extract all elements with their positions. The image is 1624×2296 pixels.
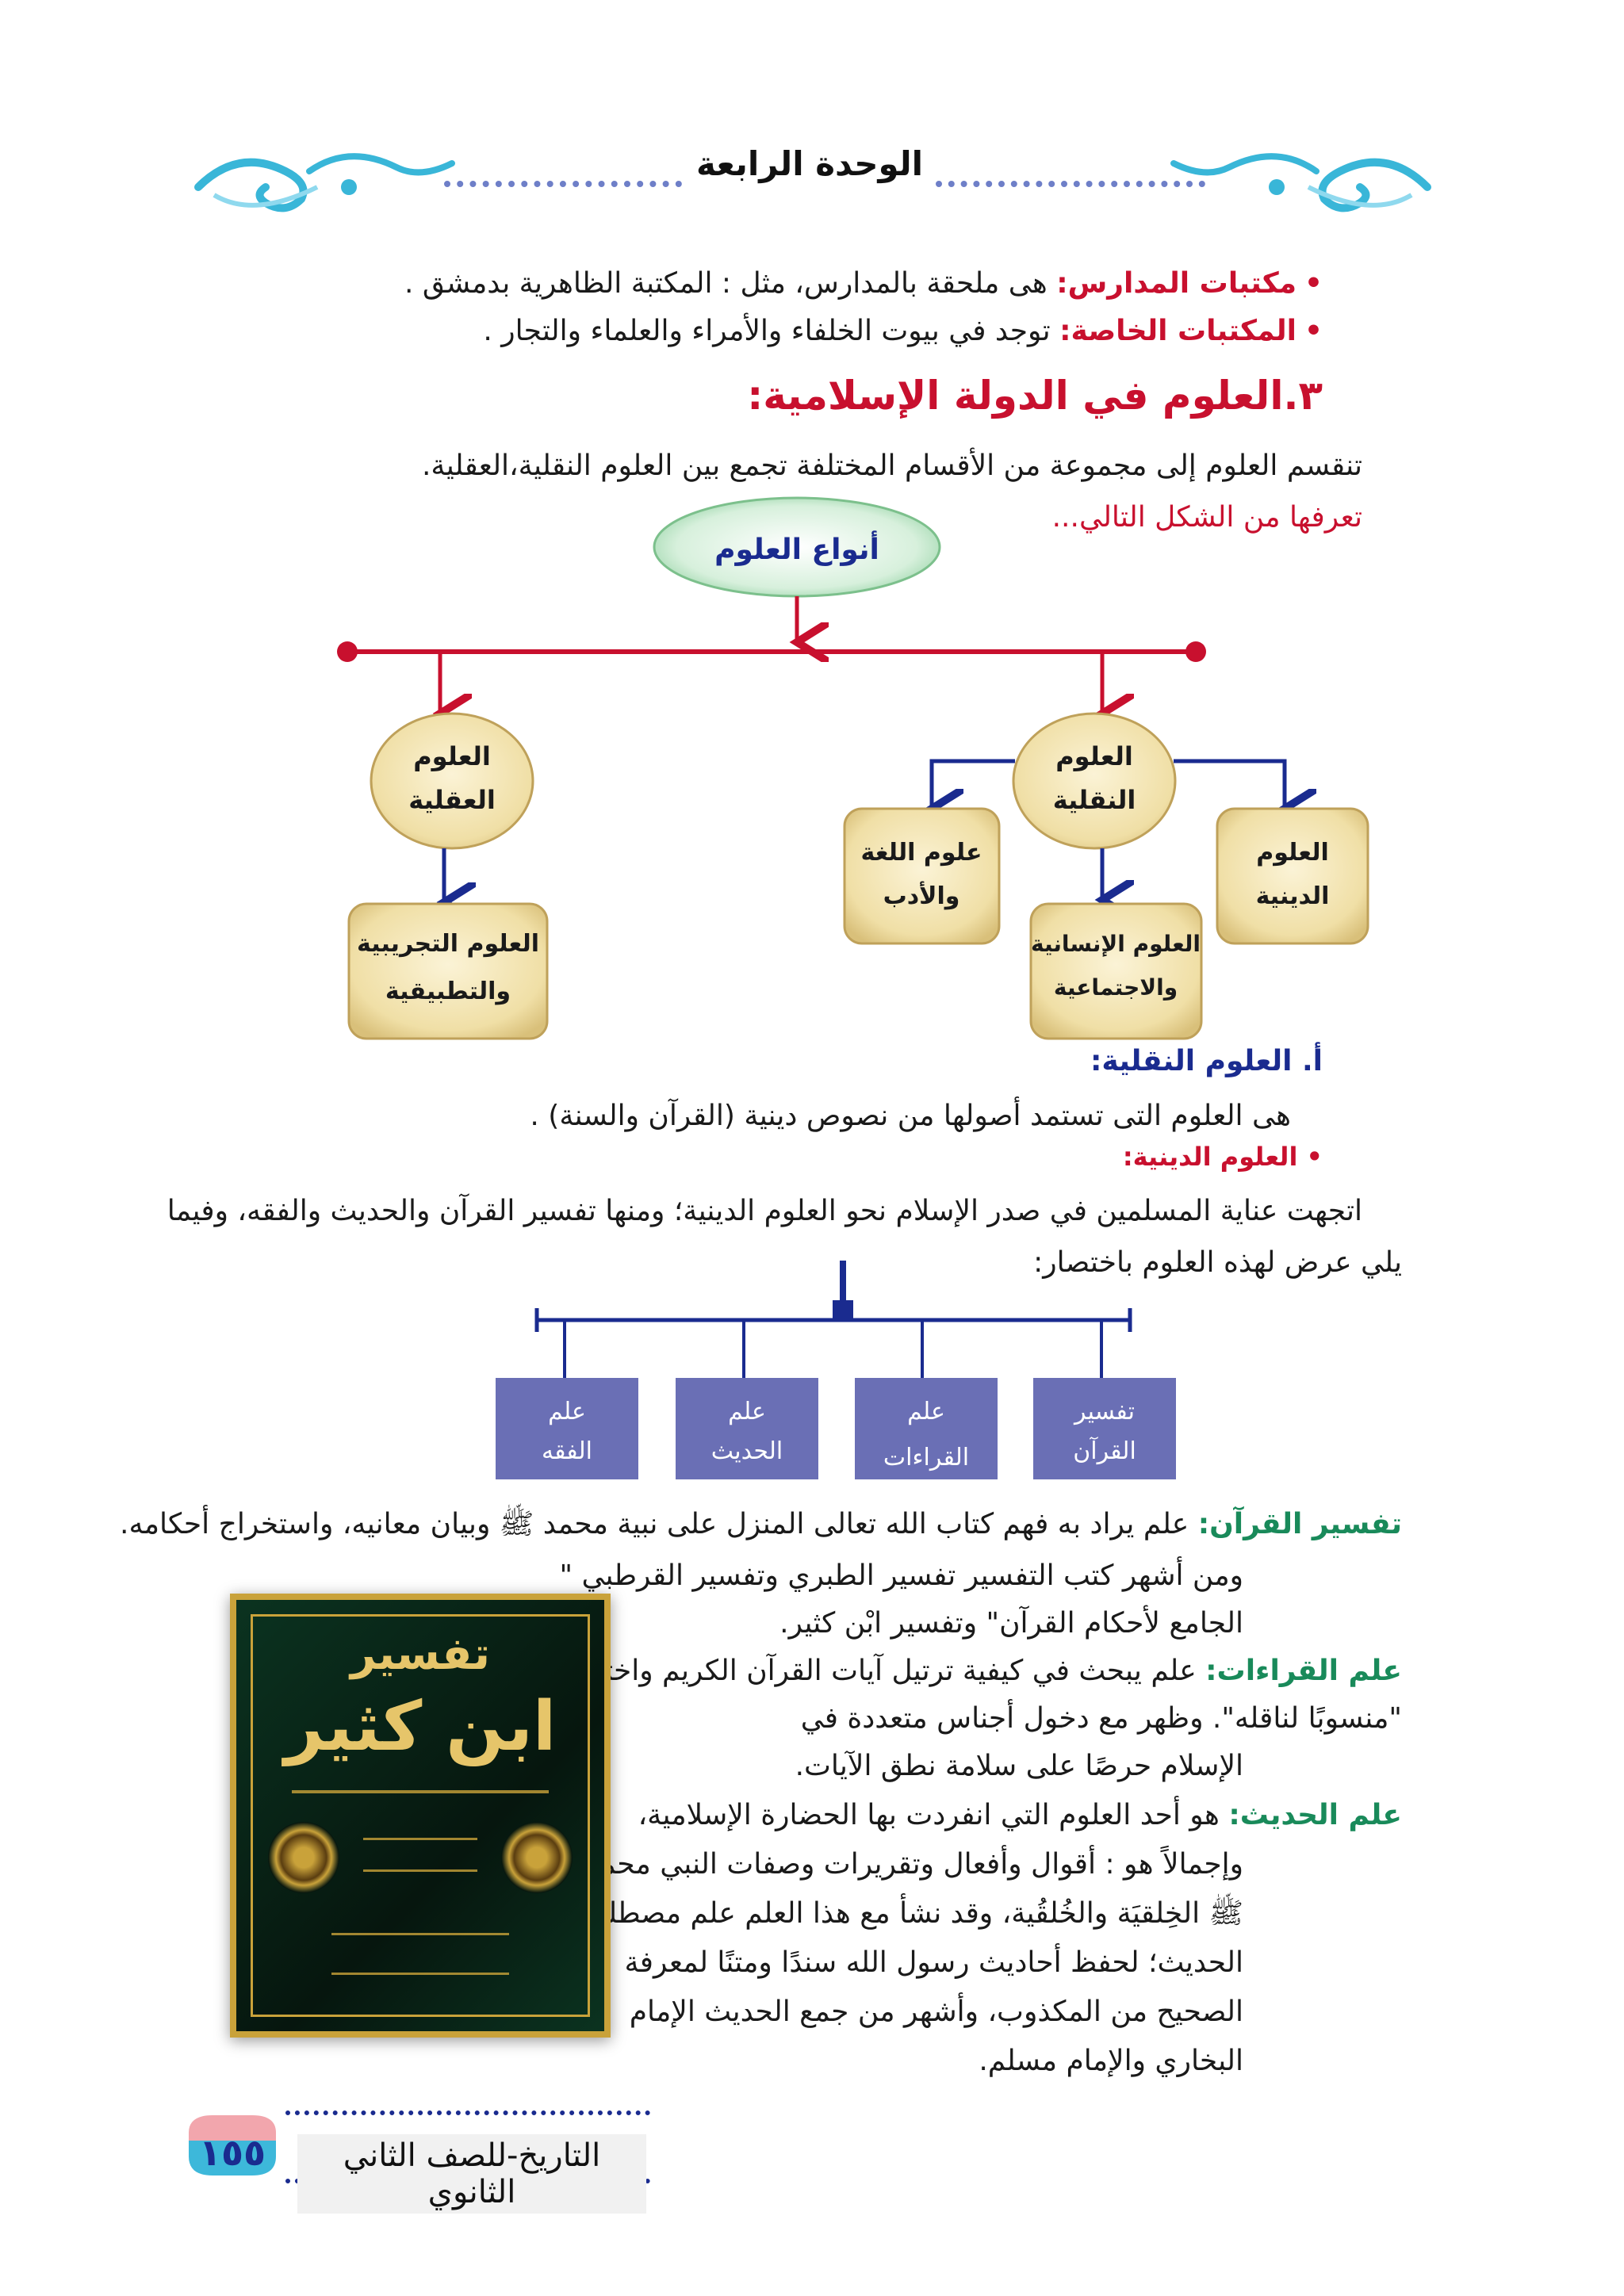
header-dotted-line-right	[936, 181, 1205, 187]
book-cover-title-main: ابن كثير	[284, 1687, 557, 1766]
hadith-line4: الحديث؛ لحفظ أحاديث رسول الله سندًا ومتن…	[624, 1946, 1243, 1979]
aqli-node-line1: العلوم	[413, 741, 491, 771]
blue-branch-left	[932, 759, 1015, 809]
aqli-child-line2: والتطبيقية	[385, 978, 511, 1005]
box-tafsir	[1033, 1378, 1176, 1479]
lang-node-line1: علوم اللغة	[861, 839, 982, 867]
red-bar-end-left	[337, 641, 358, 662]
book-cover-title-top: تفسير	[350, 1628, 490, 1680]
aqli-child-line1: العلوم التجريبية	[357, 930, 539, 958]
naqli-node	[1012, 712, 1177, 850]
humanities-node-line1: العلوم الإنسانية	[1031, 931, 1201, 957]
footer-dotted-line-top	[285, 2110, 650, 2115]
book-cover-rule	[331, 1973, 509, 1975]
sub-a-text: هى العلوم التى تستمد أصولها من نصوص ديني…	[530, 1100, 1291, 1132]
footer-book-label: التاريخ-للصف الثاني الثانوي	[297, 2134, 646, 2214]
lang-node-line2: والأدب	[883, 881, 960, 910]
tafsir-text: علم يراد به فهم كتاب الله تعالى المنزل ع…	[120, 1508, 1189, 1540]
aqli-node	[370, 712, 534, 850]
bullet-label: مكتبات المدارس:	[1056, 267, 1297, 300]
hadith-label: علم الحديث:	[1228, 1799, 1402, 1831]
red-bar-end-right	[1185, 641, 1206, 662]
page-number: ١٥٥	[198, 2131, 266, 2174]
tree2-joint	[833, 1300, 853, 1321]
hadith-line1: هو أحد العلوم التي انفردت بها الحضارة ال…	[638, 1799, 1220, 1831]
humanities-node	[1029, 902, 1203, 1040]
tafsir-label: تفسير القرآن:	[1197, 1508, 1402, 1540]
hadith-line5: الصحيح من المكذوب، وأشهر من جمع الحديث ا…	[629, 1996, 1243, 2028]
sub-b-text-1: اتجهت عناية المسلمين في صدر الإسلام نحو …	[167, 1195, 1362, 1227]
book-cover-frame	[251, 1614, 590, 2017]
book-cover-rosette-right	[501, 1822, 573, 1893]
book-cover-rule	[292, 1790, 549, 1793]
bullet-dot: •	[1304, 315, 1323, 347]
header-dotted-line-left	[444, 181, 682, 187]
religious-node-line2: الدينية	[1256, 882, 1330, 910]
book-cover-rosette-left	[268, 1822, 339, 1893]
box-hadith-line1: علم	[728, 1398, 766, 1425]
naqli-node-line2: النقلية	[1053, 785, 1136, 815]
naqli-node-line1: العلوم	[1055, 741, 1133, 771]
box-tafsir-line2: القرآن	[1073, 1437, 1136, 1465]
section-intro: تنقسم العلوم إلى مجموعة من الأقسام المخت…	[421, 450, 1362, 482]
box-qiraat-line1: علم	[907, 1398, 945, 1425]
box-fiqh	[496, 1378, 638, 1479]
section-title: ٣.العلوم في الدولة الإسلامية:	[747, 373, 1323, 419]
hadith-paragraph: علم الحديث: هو أحد العلوم التي انفردت به…	[638, 1793, 1402, 1838]
header-ornament-left	[194, 153, 455, 212]
page-number-badge	[189, 2115, 276, 2175]
sub-b-title: • العلوم الدينية:	[1122, 1142, 1323, 1172]
qiraat-paragraph: علم القراءات: علم يبحث في كيفية ترتيل آي…	[553, 1649, 1402, 1693]
sub-a-title: أ. العلوم النقلية:	[1090, 1045, 1323, 1077]
bullet-private-libraries: •المكتبات الخاصة: توجد في بيوت الخلفاء و…	[483, 309, 1323, 354]
tafsir-paragraph: تفسير القرآن: علم يراد به فهم كتاب الله …	[120, 1502, 1402, 1547]
header-ornament-right	[1170, 153, 1431, 212]
aqli-child-node	[347, 902, 549, 1040]
hadith-line6: البخاري والإمام مسلم.	[979, 2045, 1243, 2077]
qiraat-line3: الإسلام حرصًا على سلامة نطق الآيات.	[795, 1750, 1243, 1782]
box-fiqh-line2: الفقه	[542, 1437, 592, 1465]
qiraat-line1: علم يبحث في كيفية ترتيل آيات القرآن الكر…	[552, 1655, 1197, 1687]
unit-title: الوحدة الرابعة	[695, 144, 924, 183]
book-cover-rule	[331, 1933, 509, 1935]
root-node	[653, 496, 941, 598]
box-qiraat-line2: القراءات	[883, 1444, 969, 1471]
book-cover-rule	[363, 1869, 477, 1872]
aqli-node-line2: العقلية	[408, 785, 496, 815]
blue-branch-right	[1174, 759, 1285, 809]
bullet-text: توجد في بيوت الخلفاء والأمراء والعلماء و…	[483, 315, 1051, 347]
sub-b-text-2: يلي عرض لهذه العلوم باختصار:	[1033, 1246, 1402, 1279]
tafsir-line3: الجامع لأحكام القرآن" وتفسير ابْن كثير.	[779, 1607, 1243, 1640]
religious-node	[1216, 807, 1369, 945]
qiraat-line2: "منسوبًا لناقله". وظهر مع دخول أجناس متع…	[800, 1702, 1402, 1735]
religious-node-line1: العلوم	[1256, 839, 1329, 867]
lang-node	[843, 807, 1001, 945]
box-hadith	[676, 1378, 818, 1479]
root-node-label: أنواع العلوم	[714, 530, 879, 566]
humanities-node-line2: والاجتماعية	[1054, 974, 1178, 1001]
box-tafsir-line1: تفسير	[1073, 1398, 1135, 1425]
box-fiqh-line1: علم	[548, 1398, 586, 1425]
box-hadith-line2: الحديث	[711, 1437, 783, 1465]
qiraat-label: علم القراءات:	[1205, 1655, 1402, 1687]
bullet-text: هى ملحقة بالمدارس، مثل : المكتبة الظاهري…	[404, 267, 1048, 300]
hadith-line2: وإجمالاً هو : أقوال وأفعال وتقريرات وصفا…	[585, 1848, 1243, 1881]
book-cover-rule	[363, 1838, 477, 1840]
section-intro-prompt: تعرفها من الشكل التالي...	[1051, 501, 1362, 534]
hadith-line3: ﷺ الخِلقيَة والخُلقُية، وقد نشأ مع هذا ا…	[589, 1897, 1243, 1930]
book-cover-image: تفسير ابن كثير	[230, 1594, 611, 2038]
bullet-dot: •	[1304, 267, 1323, 300]
bullet-label: المكتبات الخاصة:	[1059, 315, 1297, 347]
bullet-school-libraries: •مكتبات المدارس: هى ملحقة بالمدارس، مثل …	[404, 262, 1323, 306]
tafsir-line2: ومن أشهر كتب التفسير تفسير الطبري وتفسير…	[559, 1559, 1243, 1592]
box-qiraat	[855, 1378, 998, 1479]
